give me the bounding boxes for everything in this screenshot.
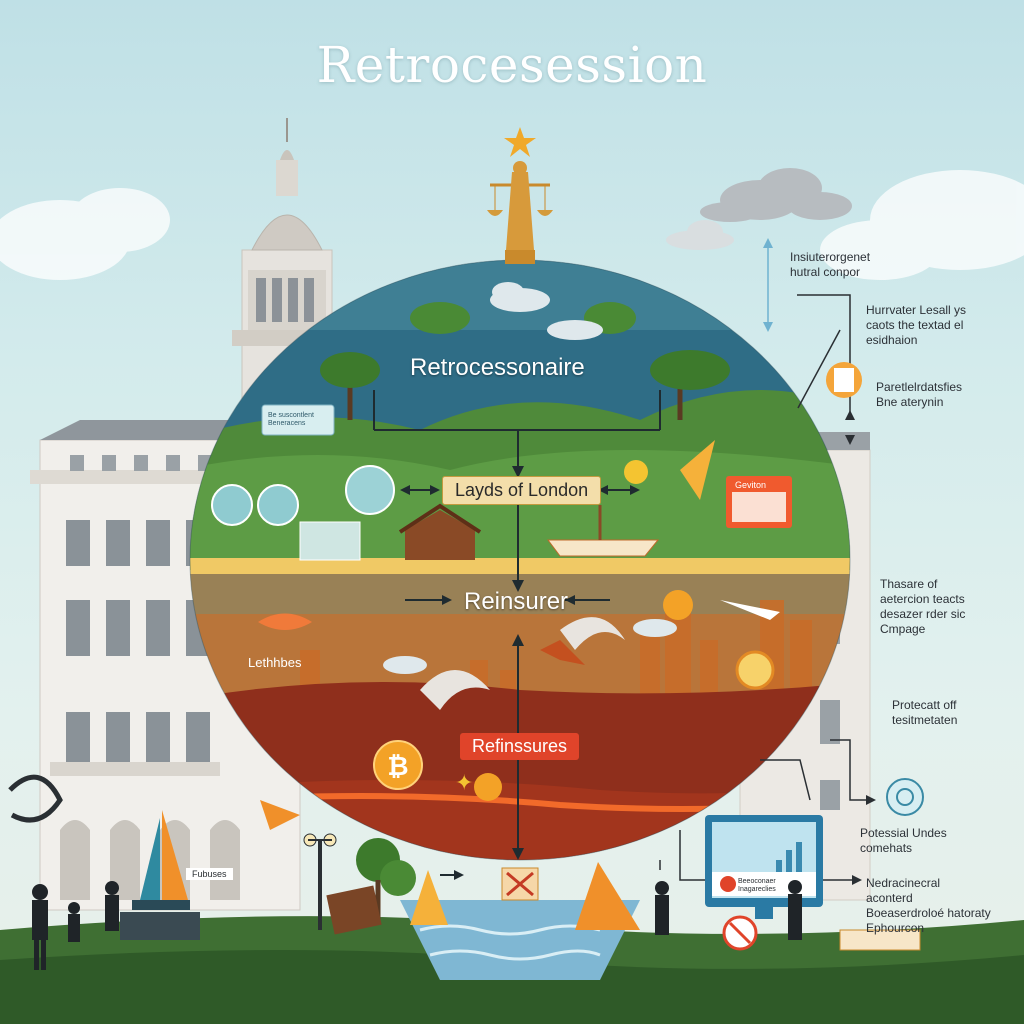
jar-icon: [345, 465, 395, 515]
bank-icon: [299, 521, 361, 561]
page-title: Retrocesession: [316, 36, 708, 94]
lamp-post-icon: [303, 833, 337, 930]
right-note-6: Potessial Undes comehats: [860, 826, 947, 855]
warning-sign-icon: [722, 915, 758, 951]
small-cloud: [666, 220, 734, 250]
bottle-icon: [257, 484, 299, 526]
notice-title: Geviton: [735, 480, 767, 490]
bird-icon: [540, 640, 585, 665]
star-icon: [504, 127, 536, 157]
inner-clouds: [383, 282, 677, 674]
svg-text:₿: ₿: [387, 752, 408, 782]
left-icons: [211, 465, 395, 561]
lizard-icon: [8, 774, 63, 823]
right-note-7: Nedracinecral aconterd Boeaserdroloé hat…: [866, 876, 991, 935]
coin-icon: [663, 590, 693, 620]
chart-monitor-icon: [705, 815, 823, 919]
boat-icon: [547, 505, 660, 557]
people-silhouettes: [32, 880, 802, 970]
scales-of-justice-icon: [487, 161, 553, 264]
scroll-icon: [839, 929, 921, 951]
right-note-2: Hurrvater Lesall ys caots the textad el …: [866, 303, 967, 347]
sign-label: Fubuses: [186, 868, 233, 880]
kite-icon-left: [410, 870, 448, 925]
storm-swirl-icons: [420, 617, 625, 710]
sparkle-icon: ✦: [455, 771, 473, 796]
left-card-text: Be suscontlent Beneracens: [268, 412, 314, 427]
monitor-text: Beeoconaer Inagareclies: [738, 878, 776, 893]
lower-left-label: Lethhbes: [248, 655, 302, 670]
house-icon: [398, 503, 482, 560]
right-note-3: Paretlelrdatsfies Bne aterynin: [876, 380, 963, 409]
sailboat-icon: [120, 810, 200, 940]
torch-coin-icon: [735, 650, 775, 690]
right-note-4: Thasare of aetercion teacts desazer rder…: [880, 577, 966, 636]
crate-icon: [326, 885, 382, 935]
right-note-1: Insiuterorgenet hutral conpor: [790, 250, 871, 279]
tier-label-lloyds: Layds of London: [442, 476, 602, 505]
right-connectors: [659, 240, 872, 881]
airplane-icon: [720, 600, 780, 620]
storm-cloud: [700, 168, 852, 222]
bitcoin-icon: [373, 740, 423, 790]
target-icon: [886, 778, 924, 816]
tier-label-retrocessionaire: Retrocessonaire: [410, 354, 585, 381]
hand-icon: [211, 484, 253, 526]
kite-icon-right: [575, 862, 640, 930]
fish-icon: [258, 613, 312, 630]
flag-icon: [260, 800, 300, 830]
sun-coin-icon: [624, 460, 648, 484]
tier-label-reinsurer: Reinsurer: [464, 588, 569, 615]
left-info-card: [261, 404, 335, 436]
sky-clouds: [0, 170, 1024, 280]
right-note-5: Protecatt off tesitmetaten: [892, 698, 958, 727]
kite-icon: [680, 440, 715, 500]
tier-label-refinssures: Refinssures: [460, 733, 580, 760]
coin-icon-bottom: [474, 773, 502, 801]
